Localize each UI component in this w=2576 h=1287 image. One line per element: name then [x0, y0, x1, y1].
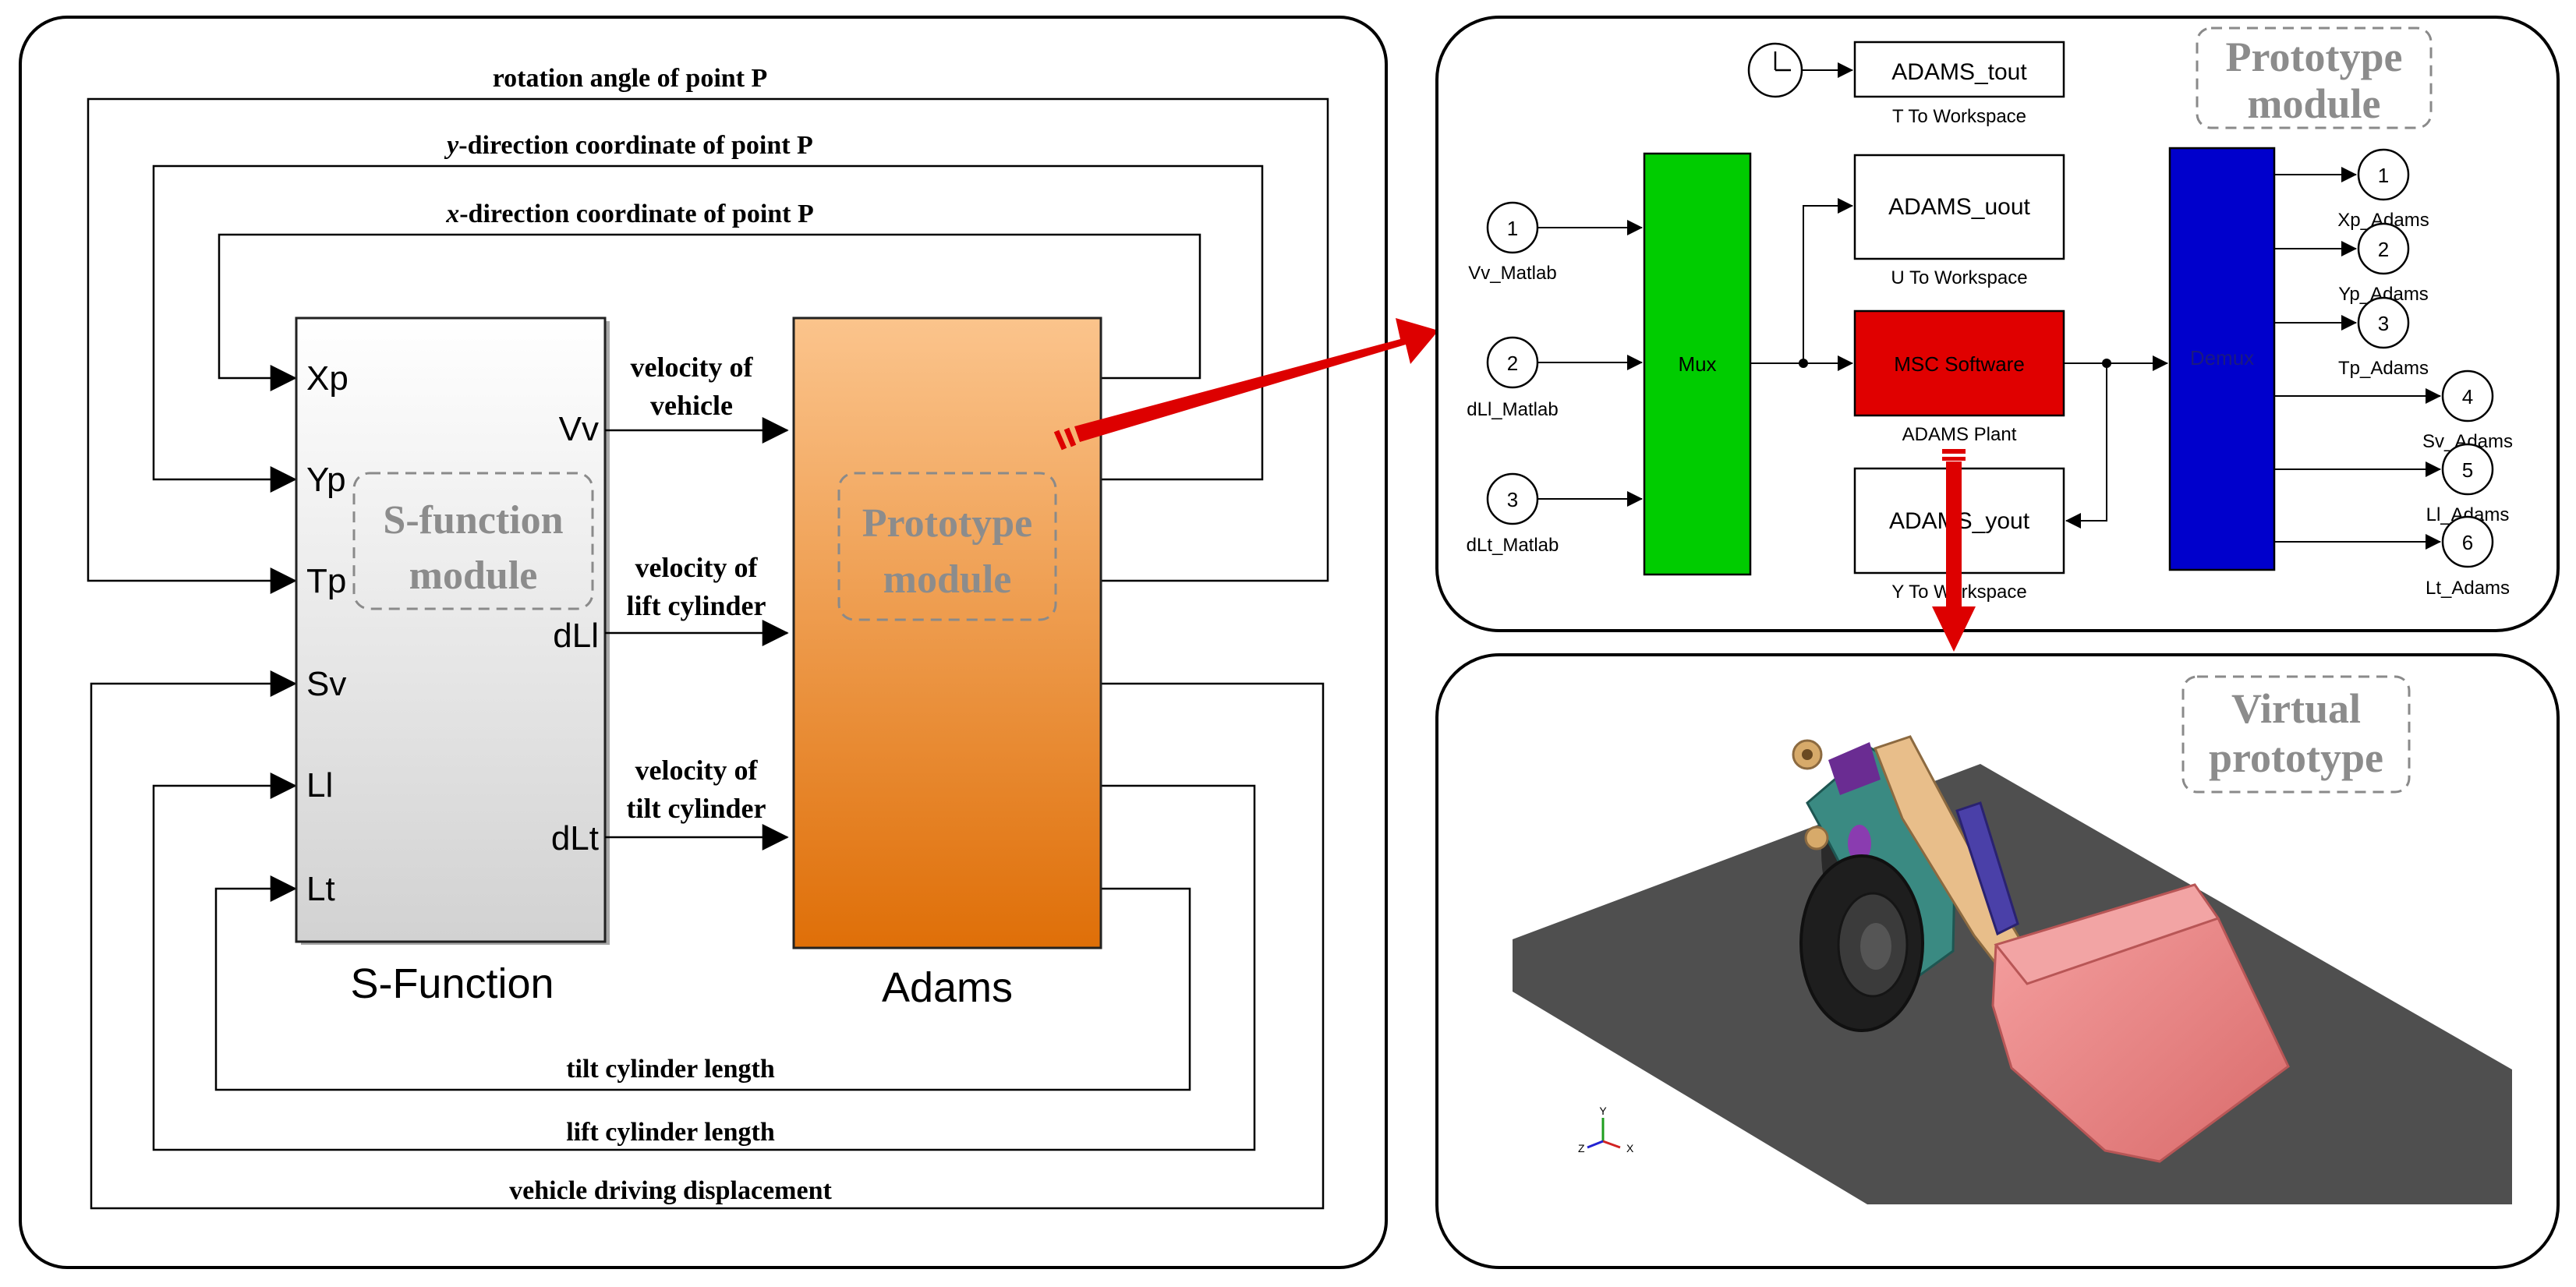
sfunction-port-xp: Xp: [306, 359, 349, 398]
bucket-rim: [1994, 883, 2220, 985]
inport-2-name: dLl_Matlab: [1467, 399, 1558, 420]
sfunction-port-lt: Lt: [306, 870, 335, 908]
label-y-coordinate: y-direction coordinate of point P: [444, 131, 813, 160]
axis-triad-icon: Y X Z: [1578, 1105, 1634, 1154]
signal-dlt-label-1: velocity of: [635, 755, 759, 786]
outport-5-num: 5: [2462, 458, 2473, 482]
loop-rotation-angle: [87, 97, 1329, 594]
sfunction-port-dlt: dLt: [551, 819, 599, 857]
adams-module-frame: [837, 472, 1057, 621]
sfunction-caption: S-Function: [350, 960, 554, 1007]
pin-hole: [1848, 825, 1871, 862]
uout-block[interactable]: [1853, 154, 2065, 260]
axis-z-label: Z: [1578, 1142, 1585, 1154]
loop-tilt-length: [214, 875, 1191, 1091]
adams-plant-label: MSC Software: [1894, 352, 2025, 376]
inport-1-name: Vv_Matlab: [1468, 263, 1556, 284]
outport-3-num: 3: [2378, 312, 2389, 335]
loader-model: [1792, 735, 2290, 1163]
tout-caption: T To Workspace: [1892, 106, 2026, 127]
label-x-coordinate: x-direction coordinate of point P: [445, 200, 814, 228]
mux-block[interactable]: [1643, 152, 1752, 576]
outport-4-num: 4: [2462, 385, 2473, 408]
clock-icon[interactable]: [1747, 42, 1803, 98]
loop-lift-length: [152, 773, 1256, 1151]
signal-dll-label-1: velocity of: [635, 552, 759, 583]
prototype-module-title-1: Prototype: [2226, 34, 2403, 80]
frame-bracket: [1828, 742, 1881, 795]
signal-dlt-label-2: tilt cylinder: [627, 793, 766, 824]
mux-label: Mux: [1678, 352, 1716, 376]
virtual-prototype-frame: [2181, 675, 2411, 794]
label-vehicle-displacement: vehicle driving displacement: [509, 1176, 832, 1205]
zoom-arrow: [1053, 318, 1438, 451]
virtual-prototype-title-2: prototype: [2209, 734, 2383, 781]
prototype-module-title-2: module: [2247, 80, 2380, 127]
outport-1[interactable]: [2357, 148, 2410, 201]
inport-2-num: 2: [1507, 352, 1518, 375]
uout-label: ADAMS_uout: [1888, 194, 2030, 220]
adams-plant-block[interactable]: [1853, 309, 2065, 417]
adams-plant-caption: ADAMS Plant: [1902, 424, 2017, 445]
adams-caption: Adams: [882, 964, 1013, 1011]
outport-4[interactable]: [2441, 369, 2494, 423]
demux-label: Demux: [2190, 346, 2254, 369]
adams-module-label-2: module: [883, 557, 1012, 602]
signal-dll-label-2: lift cylinder: [627, 590, 766, 621]
outport-1-num: 1: [2378, 164, 2389, 187]
wire-plant-yout: [2065, 363, 2107, 529]
label-tilt-length: tilt cylinder length: [566, 1055, 775, 1084]
sfunction-block[interactable]: [295, 316, 607, 943]
adams-block[interactable]: [792, 316, 1102, 949]
loop-x-coordinate: [218, 233, 1201, 391]
sfunction-port-vv: Vv: [559, 410, 599, 448]
sfunction-port-sv: Sv: [306, 665, 346, 703]
loop-vehicle-displacement: [90, 670, 1325, 1210]
label-lift-length: lift cylinder length: [566, 1118, 775, 1147]
signal-vv-label-1: velocity of: [631, 352, 754, 383]
demux-block[interactable]: [2168, 147, 2276, 571]
axis-y-label: Y: [1599, 1105, 1607, 1117]
outport-6-name: Lt_Adams: [2426, 578, 2510, 599]
inport-3-name: dLt_Matlab: [1467, 535, 1559, 556]
label-rotation-angle: rotation angle of point P: [493, 64, 768, 93]
virtual-prototype-title-1: Virtual: [2231, 685, 2361, 732]
loop-y-coordinate: [152, 164, 1264, 493]
outport-3[interactable]: [2357, 296, 2410, 349]
adams-module-label-1: Prototype: [862, 501, 1033, 546]
sfunction-module-label-1: S-function: [383, 498, 563, 543]
down-arrow: [1932, 449, 1976, 652]
wire-mux-uout: [1803, 198, 1853, 363]
hinge-lug-mid: [1804, 826, 1829, 850]
sfunction-port-tp: Tp: [306, 562, 346, 600]
sfunction-module-label-2: module: [409, 553, 538, 598]
outport-5[interactable]: [2441, 443, 2494, 496]
sfunction-port-dll: dLl: [553, 617, 599, 655]
outport-2-num: 2: [2378, 238, 2389, 261]
inport-1-num: 1: [1507, 217, 1518, 240]
outport-3-name: Tp_Adams: [2338, 358, 2429, 379]
outport-2[interactable]: [2357, 222, 2410, 275]
sfunction-port-yp: Yp: [306, 461, 346, 499]
uout-caption: U To Workspace: [1891, 267, 2027, 288]
signal-vv-label-2: vehicle: [650, 390, 733, 421]
hydraulic-link: [1955, 801, 2019, 936]
axis-x-label: X: [1626, 1142, 1634, 1154]
tout-block[interactable]: [1853, 41, 2065, 98]
outport-6-num: 6: [2462, 531, 2473, 554]
tout-label: ADAMS_tout: [1891, 59, 2027, 85]
inport-3-num: 3: [1507, 488, 1518, 511]
outport-6[interactable]: [2441, 515, 2494, 568]
sfunction-port-ll: Ll: [306, 766, 333, 804]
